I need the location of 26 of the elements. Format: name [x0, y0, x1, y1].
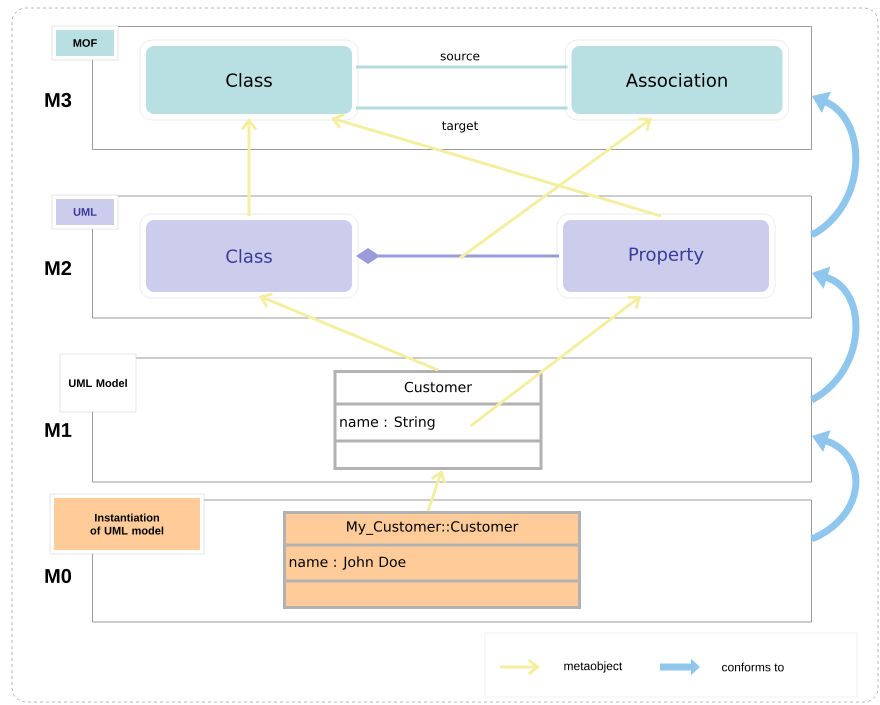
- class-table: My_Customer::Customer name : John Doe: [283, 511, 581, 609]
- level-tag: Instantiation of UML model: [50, 494, 204, 554]
- arrow: [470, 296, 641, 428]
- class-box: Class: [140, 40, 358, 120]
- association-line: [356, 106, 568, 110]
- edge-label: target: [442, 122, 478, 132]
- arrow: [240, 118, 258, 216]
- arrow: [426, 470, 446, 512]
- legend-label: conforms to: [722, 662, 784, 672]
- class-table: Customer name : String: [334, 370, 542, 470]
- level-tag: MOF: [52, 26, 118, 60]
- class-box: Property: [556, 214, 776, 298]
- node-label: M3: [45, 92, 72, 108]
- level-tag: UML Model: [60, 354, 136, 412]
- arrow: [331, 113, 662, 218]
- class-box: Association: [565, 40, 789, 120]
- class-box: Class: [140, 214, 358, 298]
- arrow: [259, 292, 439, 372]
- association-line: [356, 66, 568, 68]
- node-label: M1: [45, 423, 72, 437]
- legend-label: metaobject: [564, 661, 622, 673]
- edge-label: source: [440, 54, 480, 60]
- level-tag: UML: [52, 194, 118, 230]
- node-label: M2: [45, 261, 72, 275]
- arrow: [459, 118, 652, 260]
- node-label: M0: [45, 568, 72, 584]
